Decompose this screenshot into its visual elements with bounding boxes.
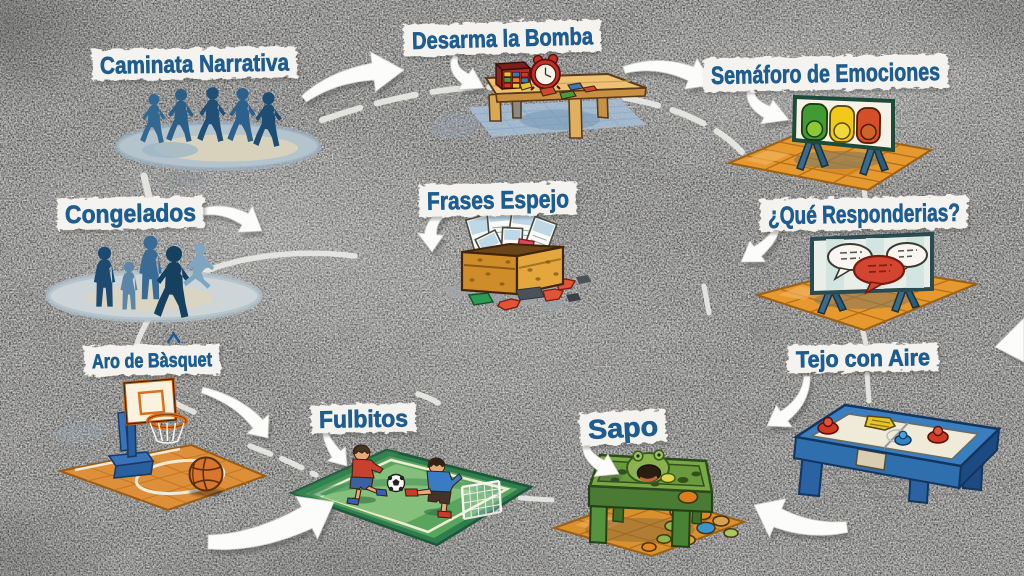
- svg-text:Aro de Bàsquet: Aro de Bàsquet: [92, 349, 213, 373]
- svg-text:Caminata Narrativa: Caminata Narrativa: [100, 49, 290, 79]
- svg-text:Frases Espejo: Frases Espejo: [427, 185, 569, 215]
- svg-text:Fulbitos: Fulbitos: [319, 405, 408, 434]
- svg-text:Sapo: Sapo: [587, 411, 658, 445]
- svg-text:Tejo con Aire: Tejo con Aire: [796, 344, 930, 372]
- svg-text:Semáforo de Emociones: Semáforo de Emociones: [711, 58, 940, 90]
- svg-text:Congelados: Congelados: [65, 199, 196, 229]
- svg-text:¿Qué Responderias?: ¿Qué Responderias?: [768, 199, 960, 230]
- svg-text:Desarma la Bomba: Desarma la Bomba: [412, 23, 594, 55]
